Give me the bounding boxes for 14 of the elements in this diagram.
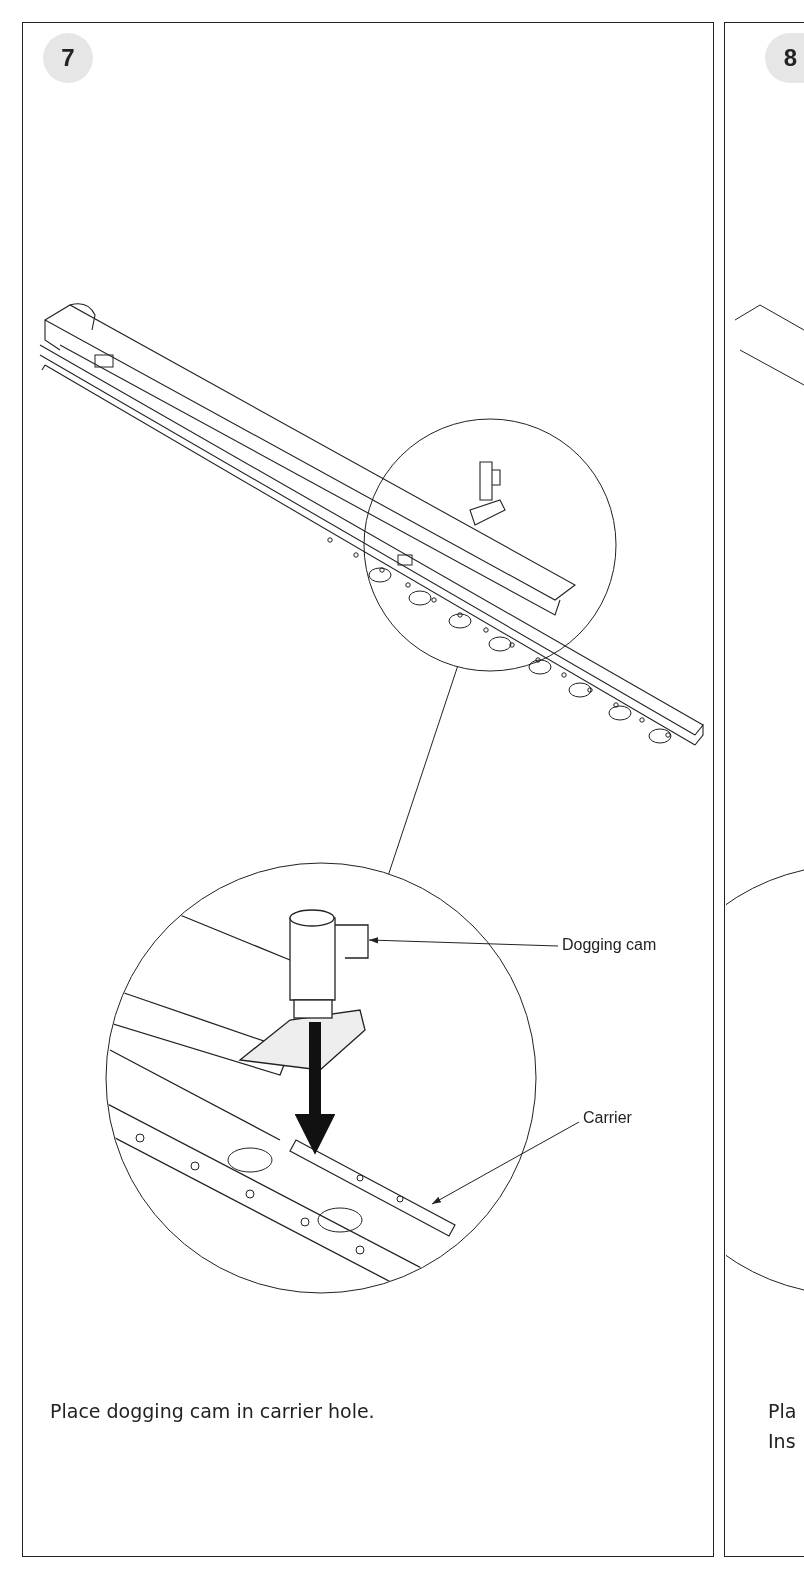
part-label: Carrier [583,1109,632,1127]
step-number: 8 [765,33,804,83]
step-number: 7 [43,33,93,83]
cut-off-text: Ins [768,1430,796,1452]
leader-line [368,937,559,947]
carrier-rail [289,1139,456,1237]
dogging-cam-part [289,909,369,1019]
cut-off-text: Pla [768,1400,797,1422]
connector-line [388,666,458,875]
detail-circle [363,418,617,672]
leader-line [431,1121,580,1205]
part-label: Dogging cam [562,936,657,954]
instruction-text: Place dogging cam in carrier hole. [50,1400,375,1422]
direction-arrow [294,1022,336,1155]
